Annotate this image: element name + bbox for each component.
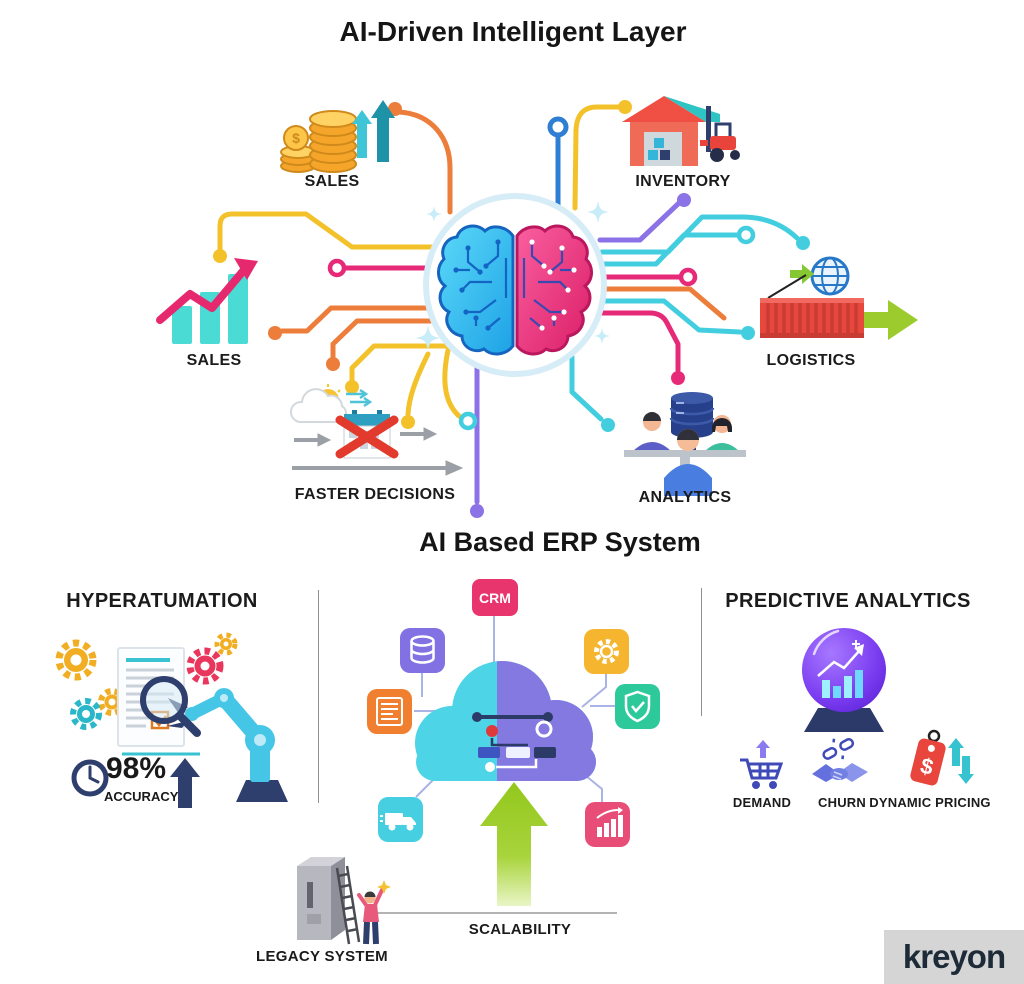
- spark-icon: [377, 880, 391, 894]
- analytics-team-icon: [624, 392, 746, 496]
- predictive-analytics-heading: PREDICTIVE ANALYTICS: [725, 590, 971, 612]
- scalability-arrow-icon: [480, 782, 548, 906]
- faster-decisions-icon: [290, 384, 464, 476]
- forklift-icon: [700, 106, 740, 162]
- sales-chart-icon: [156, 258, 258, 344]
- robot-arm-icon: [167, 688, 288, 802]
- erp-database-node: [400, 628, 445, 673]
- legacy-system-icon: [297, 857, 391, 945]
- ai-brain-icon: [415, 193, 610, 377]
- top-title: AI-Driven Intelligent Layer: [339, 16, 687, 47]
- sales-chart-label: SALES: [186, 352, 242, 369]
- ladder-icon: [335, 865, 361, 945]
- legacy-system-label: LEGACY SYSTEM: [256, 948, 388, 965]
- shield-icon: [624, 690, 651, 723]
- broken-chain-icon: [822, 738, 855, 760]
- coin-dollar-glyph: $: [292, 130, 300, 146]
- kreyon-logo: kreyon: [884, 930, 1024, 984]
- truck-icon: [380, 813, 416, 831]
- network-traces: [213, 100, 810, 518]
- gears-icon: [55, 632, 238, 730]
- dynamic-pricing-tag-icon: $: [910, 729, 974, 786]
- logistics-icon: [760, 256, 918, 340]
- shipping-arrow-icon: [864, 300, 918, 340]
- right-section-divider: [701, 588, 702, 716]
- demand-label: DEMAND: [732, 795, 792, 810]
- erp-cloud-icon: [415, 661, 596, 781]
- technician-person: [357, 880, 391, 945]
- accuracy-up-arrow-icon: [170, 758, 200, 808]
- erp-delivery-node: [378, 797, 423, 842]
- gear-small-icon: [594, 639, 619, 664]
- clock-icon: [71, 759, 109, 797]
- cloud-weather-icon: [290, 388, 347, 423]
- accuracy-label: ACCURACY: [104, 789, 179, 804]
- crm-label: CRM: [479, 589, 511, 606]
- dynamic-pricing-label: DYNAMIC PRICING: [869, 795, 991, 810]
- erp-title: AI Based ERP System: [419, 527, 701, 557]
- demand-cart-icon: [740, 740, 784, 789]
- sales-coins-icon: $: [280, 100, 395, 173]
- brain-left-hemisphere: [436, 224, 515, 356]
- cloud-circuit: [472, 712, 556, 772]
- timeline-arrows-icon: [292, 427, 464, 476]
- form-lines-icon: [376, 697, 403, 726]
- table-icon: [624, 450, 746, 457]
- sales-coins-label: SALES: [304, 173, 360, 190]
- tag-dollar-glyph: $: [918, 753, 936, 780]
- trace-terminals: [213, 100, 810, 518]
- growth-arrow-small: [352, 110, 372, 158]
- scalability-baseline: [372, 912, 617, 914]
- person-center: [664, 429, 712, 496]
- price-up-arrow: [948, 738, 964, 766]
- hyperautomation-illustration: [55, 632, 288, 802]
- erp-reports-node: [585, 802, 630, 847]
- speed-lines-icon: [346, 388, 373, 408]
- analytics-label: ANALYTICS: [638, 489, 732, 506]
- calendar-icon: [335, 410, 399, 459]
- kreyon-logo-text: kreyon: [902, 938, 1006, 975]
- globe-arrow-icon: [790, 264, 814, 284]
- erp-forms-node: [367, 689, 412, 734]
- forecast-bars-icon: [817, 644, 864, 698]
- container-icon: [760, 298, 864, 338]
- scalability-label: SCALABILITY: [468, 921, 572, 938]
- growth-arrow-large: [371, 100, 395, 162]
- database-small-icon: [410, 635, 435, 664]
- inventory-warehouse-icon: [622, 96, 740, 166]
- erp-settings-node: [584, 629, 629, 674]
- red-x-icon: [335, 415, 399, 459]
- person-left: [632, 412, 672, 452]
- inventory-label: INVENTORY: [635, 173, 731, 190]
- erp-cloud-cluster: [414, 616, 615, 802]
- person-right: [704, 415, 740, 452]
- faster-decisions-label: FASTER DECISIONS: [294, 486, 456, 503]
- crm-node: CRM: [472, 579, 518, 616]
- bar-chart-small-icon: [596, 807, 623, 837]
- cloud-connectors: [414, 616, 615, 802]
- crystal-ball-icon: [802, 628, 886, 732]
- churn-handshake-icon: [812, 738, 868, 782]
- left-section-divider: [318, 590, 319, 803]
- accuracy-value: 98%: [106, 752, 167, 785]
- brain-right-hemisphere: [515, 224, 594, 356]
- erp-security-node: [615, 684, 660, 729]
- churn-label: CHURN: [818, 795, 866, 810]
- magnifier-icon: [140, 676, 201, 737]
- logistics-label: LOGISTICS: [766, 352, 856, 369]
- hyperautomation-heading: HYPERATUMATION: [66, 590, 258, 612]
- price-down-arrow: [958, 756, 974, 784]
